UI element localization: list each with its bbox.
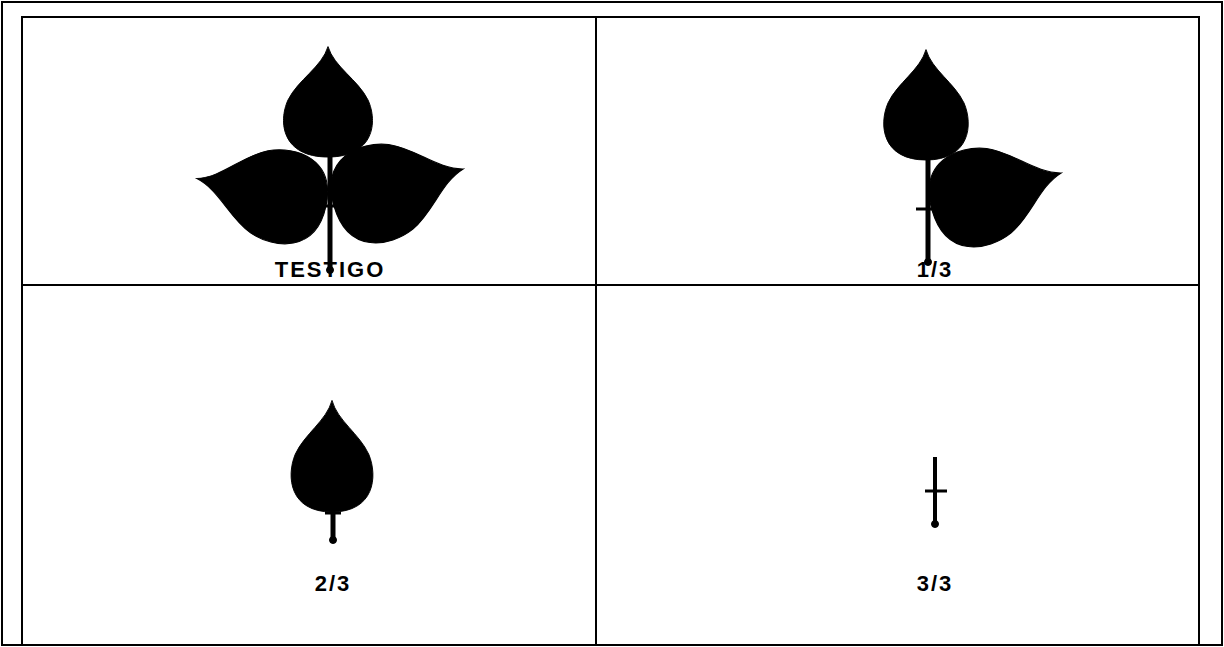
panel-label: 1/3	[917, 257, 954, 283]
leaf-two-thirds-removed	[291, 400, 373, 543]
panel-label: TESTIGO	[275, 257, 386, 283]
panel-label: 3/3	[917, 571, 954, 597]
leaf-fully-removed	[925, 457, 947, 528]
leaf-one-third-removed	[884, 50, 1075, 266]
grid-frame	[22, 17, 1199, 645]
grid-divider	[595, 17, 597, 645]
panel-label: 2/3	[315, 571, 352, 597]
grid-divider	[22, 284, 1199, 286]
full-leaf	[187, 47, 477, 274]
